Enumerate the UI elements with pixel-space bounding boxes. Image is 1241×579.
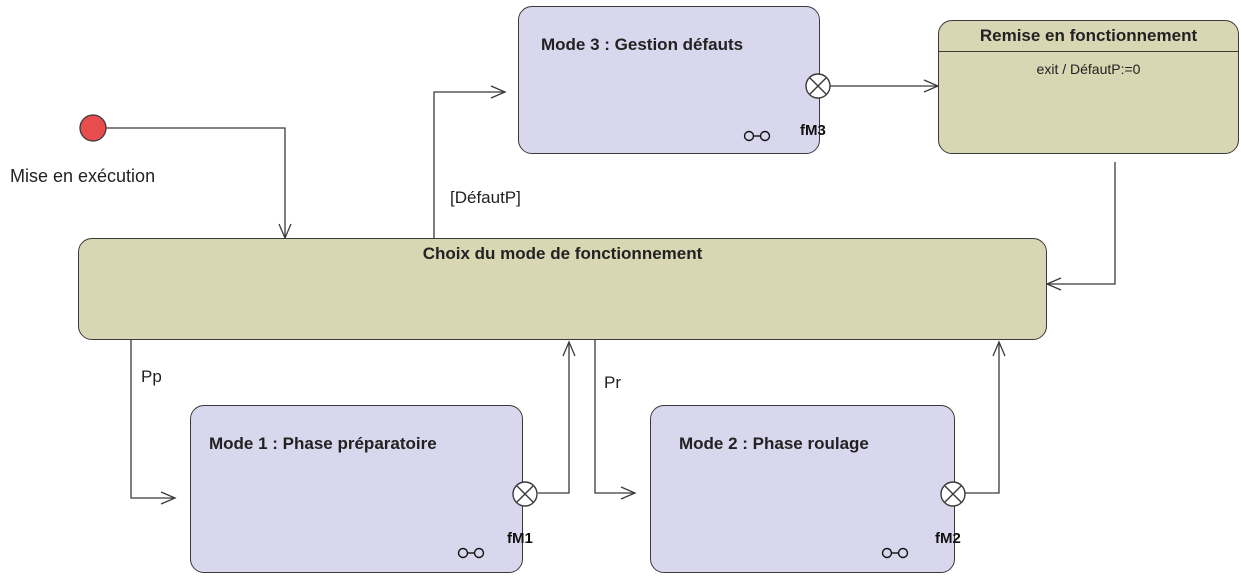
trigger-pp-label: Pp bbox=[141, 367, 162, 386]
exit-point-fm1-label: fM1 bbox=[507, 530, 533, 547]
initial-state-label: Mise en exécution bbox=[10, 166, 156, 186]
state-mode1-title: Mode 1 : Phase préparatoire bbox=[209, 434, 437, 453]
trigger-pr-label: Pr bbox=[604, 373, 621, 392]
state-mode3-title: Mode 3 : Gestion défauts bbox=[541, 35, 744, 54]
state-mode2-title: Mode 2 : Phase roulage bbox=[679, 434, 869, 453]
state-mode3: Mode 3 : Gestion défauts bbox=[518, 6, 820, 154]
state-remise-header: Remise en fonctionnement bbox=[939, 21, 1238, 52]
exit-point-fm2-icon bbox=[940, 481, 966, 507]
arrowhead-defaut bbox=[490, 85, 507, 99]
state-remise: Remise en fonctionnement exit / DéfautP:… bbox=[938, 20, 1239, 154]
arrowhead-pr bbox=[620, 486, 637, 500]
state-remise-exit-action: exit / DéfautP:=0 bbox=[1036, 61, 1141, 77]
submachine-icon bbox=[743, 130, 771, 142]
state-choix-mode-title: Choix du mode de fonctionnement bbox=[422, 244, 703, 263]
arrowhead-remise bbox=[1045, 277, 1062, 291]
transition-fm2-to-main bbox=[964, 342, 1000, 494]
exit-point-fm1-icon bbox=[512, 481, 538, 507]
transition-initial-to-main bbox=[102, 127, 286, 238]
exit-point-fm3-icon bbox=[805, 73, 831, 99]
transition-fm1-to-main bbox=[538, 342, 570, 494]
transition-defaut bbox=[433, 91, 505, 238]
transition-pr bbox=[594, 340, 635, 494]
arrowhead-pp bbox=[160, 491, 177, 505]
arrowhead-fm2 bbox=[992, 340, 1006, 357]
arrowhead-fm1 bbox=[562, 340, 576, 357]
exit-point-fm3-label: fM3 bbox=[800, 122, 826, 139]
state-remise-title: Remise en fonctionnement bbox=[979, 26, 1198, 45]
submachine-icon bbox=[457, 547, 485, 559]
state-choix-mode: Choix du mode de fonctionnement bbox=[78, 238, 1047, 340]
exit-point-fm2-label: fM2 bbox=[935, 530, 961, 547]
submachine-icon bbox=[881, 547, 909, 559]
transition-remise-to-main bbox=[1047, 162, 1116, 285]
transition-pp bbox=[130, 340, 175, 499]
state-mode1: Mode 1 : Phase préparatoire bbox=[190, 405, 523, 573]
initial-state-node bbox=[79, 114, 107, 142]
guard-defaut-label: [DéfautP] bbox=[450, 188, 521, 207]
state-mode2: Mode 2 : Phase roulage bbox=[650, 405, 955, 573]
